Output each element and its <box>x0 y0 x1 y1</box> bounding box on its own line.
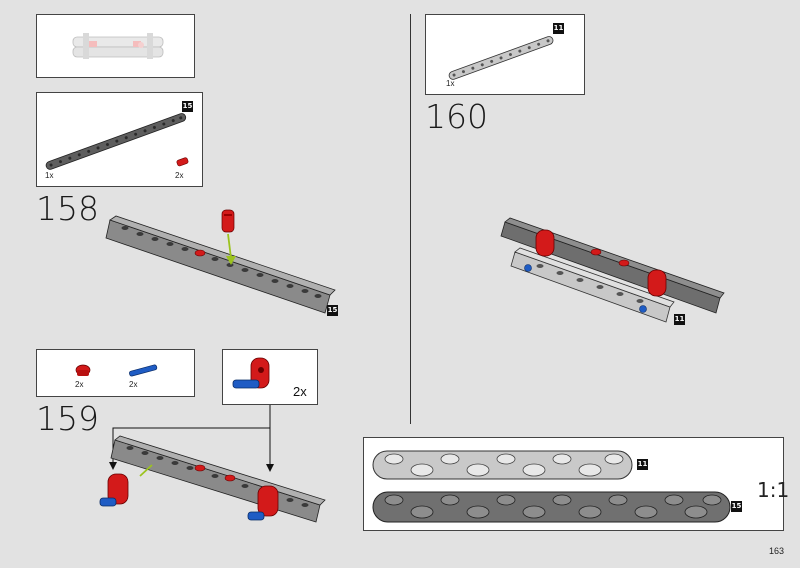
step-158-parts-box: 15 1x 2x <box>36 92 203 187</box>
beam-11-part-image <box>448 36 554 80</box>
step-160-beam-badge: 11 <box>674 314 685 325</box>
scale-beam-11-badge: 11 <box>637 459 648 470</box>
axle-pin-qty: 2x <box>129 380 138 389</box>
scale-reference-box: 11 15 1:1 <box>363 437 789 531</box>
step-158-beam-badge: 15 <box>327 305 338 316</box>
beam-15-part-image <box>45 113 189 170</box>
page-number: 163 <box>768 546 784 556</box>
beam-length-badge: 15 <box>182 101 193 112</box>
red-pin-part-image <box>176 157 189 167</box>
beam-15-scale-image <box>372 491 731 523</box>
scale-beams-image <box>372 450 731 523</box>
scale-label: 1:1 <box>757 478 790 502</box>
beam-qty: 1x <box>45 171 54 180</box>
step-160-parts-box: 11 1x <box>425 14 585 95</box>
step-159-subassembly-box: 2x <box>222 349 318 405</box>
step-158-number: 158 <box>36 189 99 228</box>
subassembly-image <box>232 357 270 389</box>
blue-axle-pin-part-image <box>129 364 158 377</box>
subassembly-qty: 2x <box>293 384 307 399</box>
pin-qty: 2x <box>175 171 184 180</box>
step-159-number: 159 <box>36 399 99 438</box>
step-159-parts-box: 2x 2x <box>36 349 195 397</box>
column-divider <box>410 14 411 424</box>
step-160-number: 160 <box>425 97 488 136</box>
context-thumbnail <box>36 14 195 78</box>
beam-11-scale-image <box>372 450 633 480</box>
scale-beam-15-badge: 15 <box>731 501 742 512</box>
red-connector-part-image <box>75 364 91 376</box>
context-model-image <box>72 33 164 59</box>
beam-11-qty: 1x <box>446 79 455 88</box>
step-159-parts-image <box>75 364 158 377</box>
beam-11-badge: 11 <box>553 23 564 34</box>
connector-qty: 2x <box>75 380 84 389</box>
